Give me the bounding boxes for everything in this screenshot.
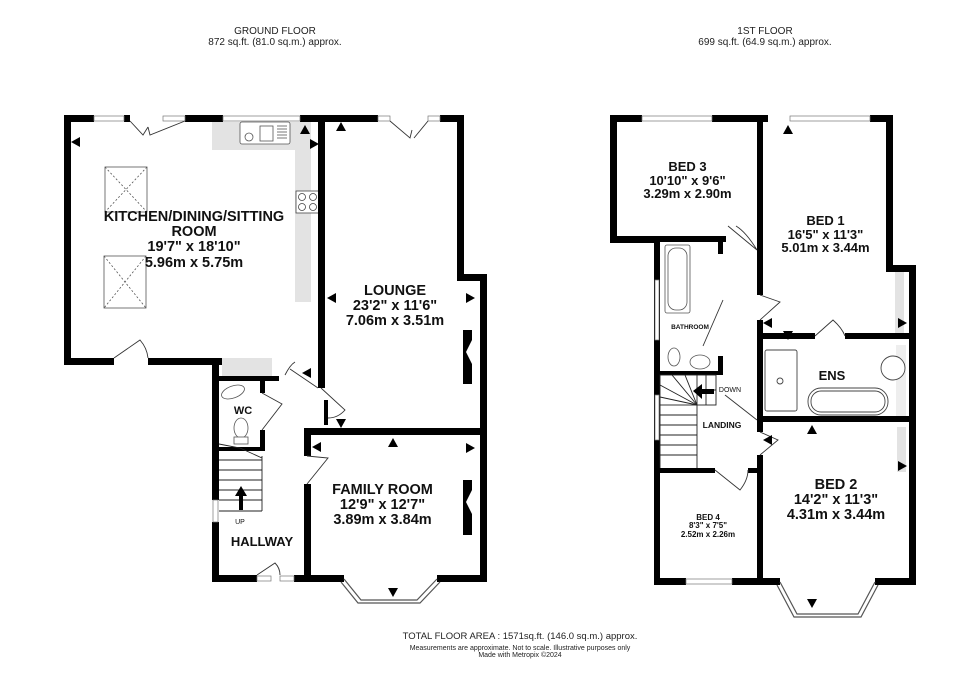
room-label-bed1: BED 1 16'5" x 11'3" 5.01m x 3.44m xyxy=(768,214,883,255)
room-name: ROOM xyxy=(171,224,217,241)
room-dimensions-imperial: 23'2" x 11'6" xyxy=(352,298,438,315)
family-room-bay-window xyxy=(340,578,441,604)
skylight-icon xyxy=(103,166,148,309)
room-dimensions-metric: 3.29m x 2.90m xyxy=(643,186,732,202)
wc-fixtures xyxy=(221,384,249,445)
room-dimensions-imperial: 12'9" x 12'7" xyxy=(339,497,426,514)
room-name: BED 3 xyxy=(668,159,707,174)
room-name: BED 2 xyxy=(814,477,858,493)
room-label-bathroom: BATHROOM xyxy=(666,324,714,332)
room-label-bed2: BED 2 14'2" x 11'3" 4.31m x 3.44m xyxy=(768,477,904,524)
first-floor-walls xyxy=(610,115,916,585)
hob-icon xyxy=(295,190,321,214)
bed1-wardrobe xyxy=(895,267,904,334)
ground-floor-walls xyxy=(64,115,487,582)
ground-floor-area: 872 sq.ft. (81.0 sq.m.) approx. xyxy=(208,37,342,48)
first-floor-windows xyxy=(641,115,871,585)
disclaimer: Measurements are approximate. Not to sca… xyxy=(409,645,631,652)
ground-floor-title: GROUND FLOOR xyxy=(234,26,316,37)
stairs-down-label: DOWN xyxy=(718,387,742,394)
hall-cupboard xyxy=(222,358,272,376)
bed2-wardrobe xyxy=(897,427,906,472)
ground-floor-header: GROUND FLOOR 872 sq.ft. (81.0 sq.m.) app… xyxy=(150,26,400,48)
room-label-bed3: BED 3 10'10" x 9'6" 3.29m x 2.90m xyxy=(625,160,750,201)
footer: TOTAL FLOOR AREA : 1571sq.ft. (146.0 sq.… xyxy=(380,631,660,659)
room-dimensions-metric: 7.06m x 3.51m xyxy=(345,313,445,330)
first-floor-doors xyxy=(702,225,846,491)
room-name: LOUNGE xyxy=(363,283,427,299)
room-dimensions-imperial: 8'3" x 7'5" xyxy=(688,521,728,531)
room-label-ens: ENS xyxy=(812,369,852,383)
room-label-family-room: FAMILY ROOM 12'9" x 12'7" 3.89m x 3.84m xyxy=(315,482,450,529)
room-name: ENS xyxy=(818,368,846,383)
room-label-bed4: BED 4 8'3" x 7'5" 2.52m x 2.26m xyxy=(662,513,754,539)
room-dimensions-imperial: 14'2" x 11'3" xyxy=(793,492,879,509)
credit: Made with Metropix ©2024 xyxy=(478,652,562,659)
room-name: WC xyxy=(233,405,253,417)
room-dimensions-metric: 2.52m x 2.26m xyxy=(680,529,736,539)
first-floor-area: 699 sq.ft. (64.9 sq.m.) approx. xyxy=(698,37,832,48)
first-floor-header: 1ST FLOOR 699 sq.ft. (64.9 sq.m.) approx… xyxy=(640,26,890,48)
room-dimensions-imperial: 10'10" x 9'6" xyxy=(649,172,726,188)
stairs-up-arrow-icon xyxy=(235,486,247,510)
sink-icon xyxy=(239,121,291,145)
room-dimensions-metric: 4.31m x 3.44m xyxy=(786,507,886,524)
room-dimensions-imperial: 19'7" x 18'10" xyxy=(147,239,241,256)
room-name: BED 4 xyxy=(696,513,720,522)
room-dimensions-metric: 5.96m x 5.75m xyxy=(144,254,244,271)
room-label-lounge: LOUNGE 23'2" x 11'6" 7.06m x 3.51m xyxy=(330,283,460,330)
room-label-kitchen: KITCHEN/DINING/SITTING ROOM 19'7" x 18'1… xyxy=(74,209,314,271)
first-floor-stairs xyxy=(659,374,717,468)
ensuite-fixtures xyxy=(764,349,906,416)
bed2-bay-window xyxy=(776,581,879,618)
room-dimensions-metric: 3.89m x 3.84m xyxy=(333,512,432,529)
room-name: HALLWAY xyxy=(230,534,294,549)
room-label-wc: WC xyxy=(228,405,258,418)
total-floor-area: TOTAL FLOOR AREA : 1571sq.ft. (146.0 sq.… xyxy=(402,631,638,642)
ground-floor-windows xyxy=(93,115,441,582)
room-dimensions-metric: 5.01m x 3.44m xyxy=(781,240,870,256)
ens-shelf xyxy=(896,345,906,420)
room-label-hallway: HALLWAY xyxy=(226,535,298,549)
stairs-up-label: UP xyxy=(235,519,245,526)
stairs-down-arrow-icon xyxy=(693,384,714,399)
room-name: FAMILY ROOM xyxy=(332,482,433,498)
room-name: BED 1 xyxy=(806,213,845,228)
ground-floor-doors xyxy=(113,120,429,576)
room-name: BATHROOM xyxy=(671,324,709,331)
room-dimensions-imperial: 16'5" x 11'3" xyxy=(787,226,864,242)
room-name: LANDING xyxy=(702,420,742,430)
ground-floor-plan xyxy=(64,115,487,604)
first-floor-title: 1ST FLOOR xyxy=(737,26,793,37)
first-floor-plan xyxy=(610,115,916,618)
room-name: KITCHEN/DINING/SITTING xyxy=(103,209,285,225)
bathroom-fixtures xyxy=(664,244,711,370)
room-label-landing: LANDING xyxy=(697,421,747,430)
